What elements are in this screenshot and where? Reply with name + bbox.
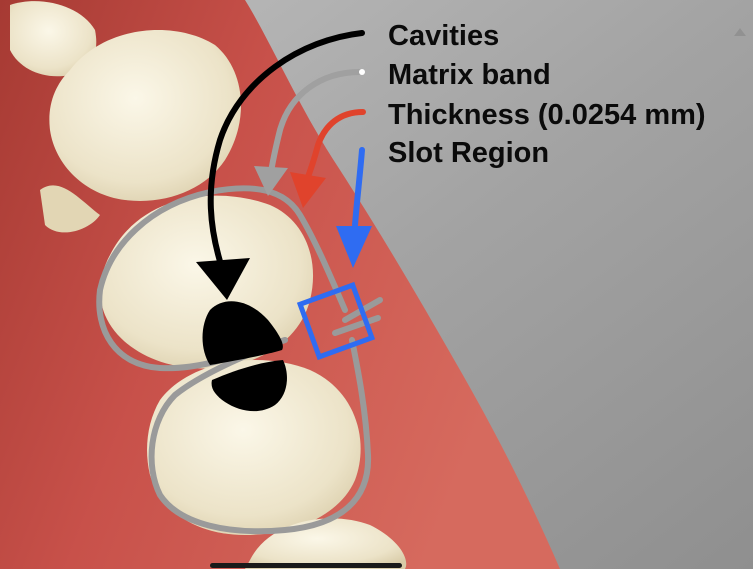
label-thickness: Thickness (0.0254 mm) xyxy=(388,99,706,131)
matrix-band-arrow-tip xyxy=(359,69,365,75)
label-matrix-band: Matrix band xyxy=(388,59,551,91)
label-slot-region: Slot Region xyxy=(388,137,549,169)
label-cavities: Cavities xyxy=(388,20,499,52)
home-indicator-bar[interactable] xyxy=(210,563,402,568)
